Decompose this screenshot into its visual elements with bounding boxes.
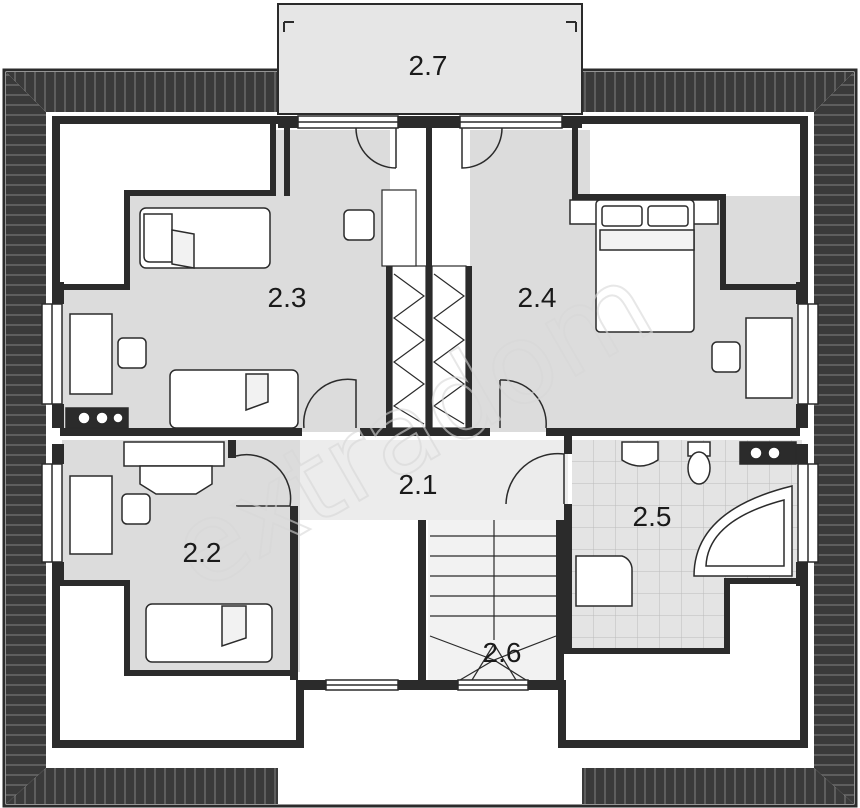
bathroom-fixtures [575,441,793,607]
balcony [277,3,583,115]
furniture-room-2-3 [65,207,375,429]
staircase [429,520,557,681]
windows [41,115,819,691]
door-swings [235,127,565,507]
room-label-2-3: 2.3 [268,282,307,313]
room-label-2-7: 2.7 [409,50,448,81]
room-label-2-5: 2.5 [633,501,672,532]
furniture-room-2-2 [69,441,273,663]
walls [52,116,808,748]
room-label-2-1: 2.1 [399,469,438,500]
room-label-2-2: 2.2 [183,537,222,568]
furniture-room-2-4 [569,199,797,465]
wardrobes [381,189,467,429]
room-label-2-6: 2.6 [483,637,522,668]
room-label-2-4: 2.4 [518,282,557,313]
